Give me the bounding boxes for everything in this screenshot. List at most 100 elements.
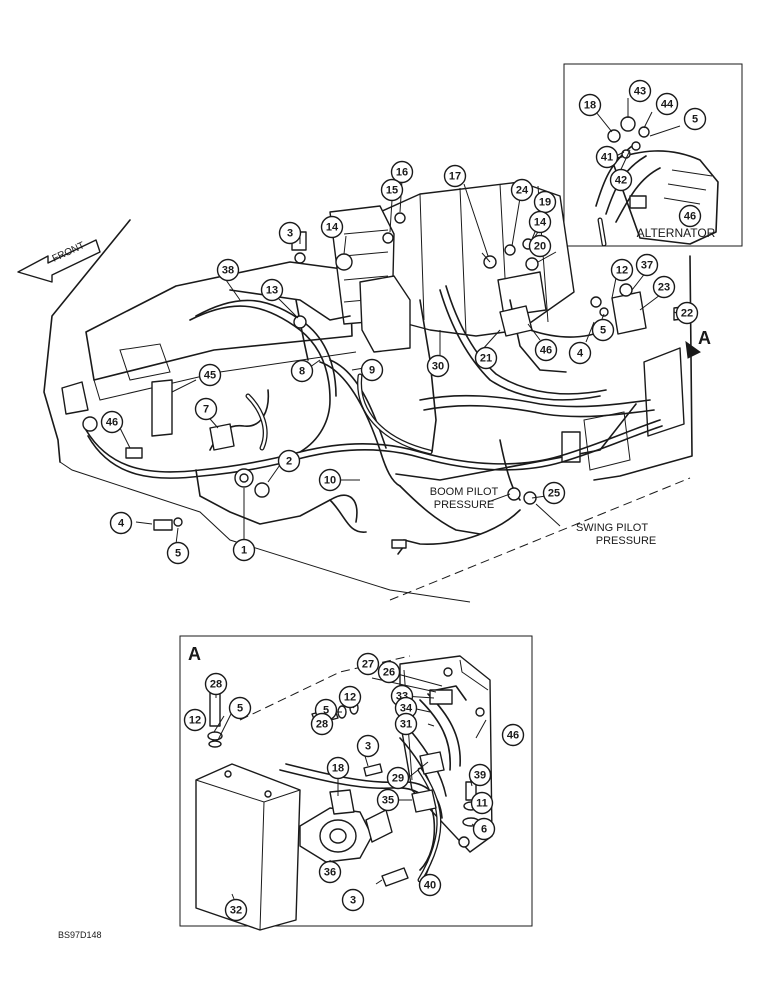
callout-number: 9: [369, 365, 375, 377]
detail-a-view: A: [58, 635, 533, 940]
callout-number: 41: [601, 152, 613, 164]
callout-number: 30: [432, 361, 444, 373]
view-a-arrow-label: A: [698, 328, 711, 348]
callout-21: 21: [474, 346, 498, 370]
callout-number: 39: [474, 770, 486, 782]
callout-4: 4: [568, 341, 592, 365]
main-harness: [85, 285, 663, 545]
callout-number: 32: [230, 905, 242, 917]
callout-23: 23: [652, 275, 676, 299]
callout-44: 44: [655, 92, 679, 116]
callout-number: 12: [189, 715, 201, 727]
callout-28: 28: [204, 672, 228, 696]
callout-42: 42: [609, 168, 633, 192]
callout-number: 21: [480, 353, 492, 365]
callout-38: 38: [216, 258, 240, 282]
callout-25: 25: [542, 481, 566, 505]
callout-number: 17: [449, 171, 461, 183]
callout-number: 29: [392, 773, 404, 785]
callout-number: 18: [584, 100, 596, 112]
callout-18: 18: [578, 93, 602, 117]
callout-number: 5: [175, 548, 181, 560]
main-assembly-view: FRONT: [17, 179, 711, 603]
fuse-7: [209, 423, 235, 451]
callout-26: 26: [377, 660, 401, 684]
callout-number: 44: [661, 99, 674, 111]
callout-number: 10: [324, 475, 336, 487]
callout-number: 23: [658, 282, 670, 294]
callout-14: 14: [528, 210, 552, 234]
callout-24: 24: [510, 178, 534, 202]
callout-46: 46: [501, 723, 525, 747]
callout-3: 3: [356, 734, 380, 758]
detail-a-frame: [179, 635, 533, 927]
callout-39: 39: [468, 763, 492, 787]
callout-number: 4: [118, 518, 125, 530]
callout-number: 28: [210, 679, 222, 691]
callout-number: 46: [507, 730, 519, 742]
connector-29: [419, 751, 445, 775]
connector-33: [429, 689, 453, 705]
relay-23: [611, 291, 647, 335]
callout-number: 20: [534, 241, 546, 253]
callout-5: 5: [591, 318, 615, 342]
callout-number: 12: [616, 265, 628, 277]
callout-29: 29: [386, 766, 410, 790]
callout-number: 37: [641, 260, 653, 272]
callout-5: 5: [228, 696, 252, 720]
callout-3: 3: [341, 888, 365, 912]
connector-14a: [335, 253, 353, 271]
alternator-inset-frame: [563, 63, 743, 247]
boom-pilot-label: BOOM PILOT: [430, 486, 499, 498]
callout-12: 12: [338, 685, 362, 709]
callout-10: 10: [318, 468, 342, 492]
callout-number: 4: [577, 348, 584, 360]
callout-18: 18: [326, 756, 350, 780]
callout-number: 8: [299, 366, 305, 378]
callout-5: 5: [166, 541, 190, 565]
battery-32: [195, 763, 301, 931]
pressure-switch-25b: [523, 491, 537, 505]
callout-9: 9: [360, 358, 384, 382]
callout-7: 7: [194, 397, 218, 421]
callout-16: 16: [390, 160, 414, 184]
callout-43: 43: [628, 79, 652, 103]
callout-41: 41: [595, 145, 619, 169]
ground-13: [293, 315, 307, 329]
callout-32: 32: [224, 898, 248, 922]
sensor-45: [151, 379, 173, 437]
callout-12: 12: [610, 258, 634, 282]
callout-number: 26: [383, 667, 395, 679]
callout-number: 46: [106, 417, 118, 429]
callout-40: 40: [418, 873, 442, 897]
callout-27: 27: [356, 652, 380, 676]
callout-number: 5: [692, 114, 698, 126]
callout-number: 3: [287, 228, 293, 240]
callout-46: 46: [678, 204, 702, 228]
detail-a-label: A: [188, 644, 201, 664]
callout-22: 22: [675, 301, 699, 325]
callout-number: 11: [476, 798, 488, 810]
callout-17: 17: [443, 164, 467, 188]
callout-13: 13: [260, 278, 284, 302]
callout-number: 2: [286, 456, 292, 468]
callout-20: 20: [528, 234, 552, 258]
callout-number: 42: [615, 175, 627, 187]
callout-number: 28: [316, 719, 328, 731]
callout-36: 36: [318, 860, 342, 884]
callout-number: 43: [634, 86, 646, 98]
callout-number: 1: [241, 545, 247, 557]
callout-number: 15: [386, 185, 398, 197]
callout-number: 3: [350, 895, 356, 907]
callout-number: 22: [681, 308, 693, 320]
callout-46: 46: [100, 410, 124, 434]
callout-number: 3: [365, 741, 371, 753]
connector-35: [411, 789, 437, 813]
callout-30: 30: [426, 354, 450, 378]
callout-number: 27: [362, 659, 374, 671]
callout-number: 36: [324, 867, 336, 879]
callout-19: 19: [533, 190, 557, 214]
alternator-inset: ALTERNATOR: [563, 63, 743, 247]
